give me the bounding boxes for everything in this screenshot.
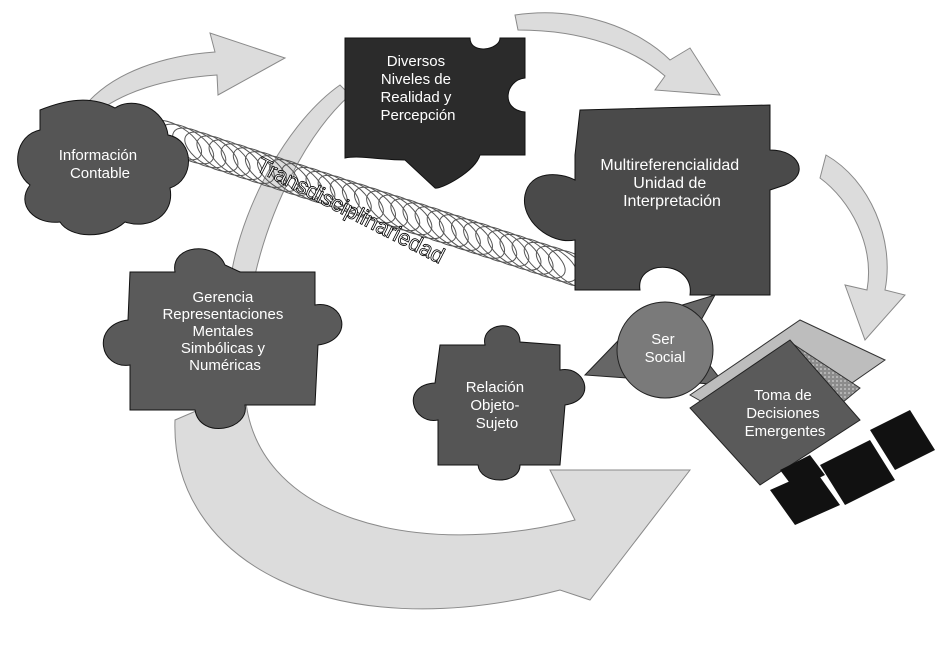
piece-multi: [524, 104, 800, 296]
right-arrow: [819, 154, 906, 341]
top-right-arrow: [514, 12, 721, 96]
toma-sq3: [870, 410, 935, 470]
label-relacion: Relación Objeto- Sujeto: [466, 379, 529, 432]
label-multi: Multireferencialidad Unidad de Interpret…: [600, 157, 743, 210]
toma-sq1: [770, 470, 840, 525]
ser-social-circle: [616, 301, 714, 399]
label-ser-social: Ser Social: [645, 331, 686, 366]
piece-relacion: [412, 325, 586, 481]
label-gerencia: Gerencia Representaciones Mentales Simbó…: [162, 289, 287, 374]
piece-informacion: [17, 99, 189, 236]
big-curved-arrow: [174, 389, 692, 610]
label-toma: Toma de Decisiones Emergentes: [745, 387, 826, 440]
toma-front: [689, 339, 861, 486]
toma-sq4: [780, 455, 825, 490]
piece-diversos: [344, 37, 526, 189]
top-left-arrow: [79, 32, 287, 121]
toma-sq2: [820, 440, 895, 505]
label-diversos: Diversos Niveles de Realidad y Percepció…: [380, 53, 455, 124]
piece-gerencia: [102, 248, 343, 429]
label-informacion: Información Contable: [59, 147, 142, 182]
